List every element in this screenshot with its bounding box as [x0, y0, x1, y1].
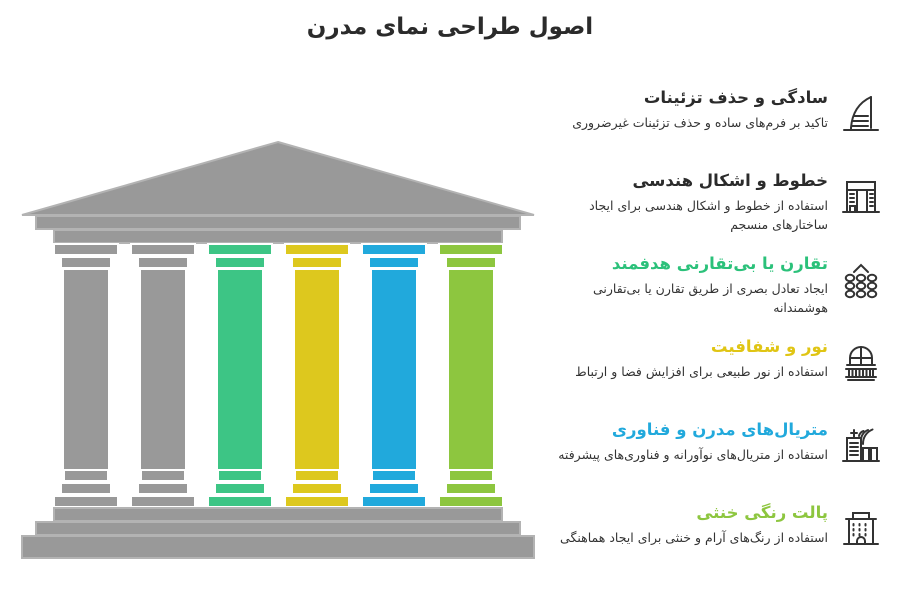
- apartment-block-icon: [832, 503, 890, 561]
- feature-desc: استفاده از متریال‌های نوآورانه و فناوری‌…: [558, 446, 828, 462]
- temple-illustration: [18, 140, 538, 565]
- feature-text: متریال‌های مدرن و فناوری استفاده از متری…: [540, 420, 832, 464]
- feature-item-light[interactable]: نور و شفافیت استفاده از نور طبیعی برای ا…: [540, 337, 890, 411]
- feature-desc: ایجاد تعادل بصری از طریق تقارن یا بی‌تقا…: [593, 280, 828, 315]
- feature-title: سادگی و حذف تزئینات: [643, 88, 828, 107]
- feature-item-materials[interactable]: متریال‌های مدرن و فناوری استفاده از متری…: [540, 420, 890, 494]
- smart-tower-wifi-icon: [832, 420, 890, 478]
- feature-title: متریال‌های مدرن و فناوری: [611, 420, 828, 439]
- base-step-3: [21, 535, 535, 559]
- feature-text: پالت رنگی خنثی استفاده از رنگ‌های آرام و…: [540, 503, 832, 547]
- page-title: اصول طراحی نمای مدرن: [306, 14, 594, 40]
- feature-text: خطوط و اشکال هندسی استفاده از خطوط و اشک…: [540, 171, 832, 234]
- pediment: [21, 140, 535, 216]
- column-1: [53, 243, 119, 508]
- column-6: [438, 243, 504, 508]
- column-4: [284, 243, 350, 508]
- temple-svg: [21, 140, 535, 559]
- feature-desc: تاکید بر فرم‌های ساده و حذف تزئینات غیرض…: [572, 114, 828, 130]
- feature-item-geometry[interactable]: خطوط و اشکال هندسی استفاده از خطوط و اشک…: [540, 171, 890, 245]
- feature-title: نور و شفافیت: [710, 337, 828, 356]
- feature-item-palette[interactable]: پالت رنگی خنثی استفاده از رنگ‌های آرام و…: [540, 503, 890, 577]
- arched-window-balcony-icon: [832, 337, 890, 395]
- feature-desc: استفاده از نور طبیعی برای افزایش فضا و ا…: [575, 363, 828, 379]
- entablature-band-2: [53, 229, 503, 244]
- feature-item-simplicity[interactable]: سادگی و حذف تزئینات تاکید بر فرم‌های ساد…: [540, 88, 890, 162]
- feature-title: تقارن یا بی‌تقارنی هدفمند: [611, 254, 828, 273]
- dot-grid-roof-icon: [832, 254, 890, 312]
- feature-item-symmetry[interactable]: تقارن یا بی‌تقارنی هدفمند ایجاد تعادل بص…: [540, 254, 890, 328]
- column-3: [207, 243, 273, 508]
- feature-text: تقارن یا بی‌تقارنی هدفمند ایجاد تعادل بص…: [540, 254, 832, 317]
- feature-text: سادگی و حذف تزئینات تاکید بر فرم‌های ساد…: [540, 88, 832, 132]
- column-2: [130, 243, 196, 508]
- sail-tower-icon: [832, 88, 890, 146]
- column-5: [361, 243, 427, 508]
- feature-desc: استفاده از خطوط و اشکال هندسی برای ایجاد…: [589, 197, 828, 232]
- feature-desc: استفاده از رنگ‌های آرام و خنثی برای ایجا…: [560, 529, 828, 545]
- feature-list: سادگی و حذف تزئینات تاکید بر فرم‌های ساد…: [540, 88, 890, 586]
- base-step-2: [35, 521, 521, 536]
- base-step-1: [53, 507, 503, 522]
- feature-title: پالت رنگی خنثی: [696, 503, 828, 522]
- feature-text: نور و شفافیت استفاده از نور طبیعی برای ا…: [540, 337, 832, 381]
- feature-title: خطوط و اشکال هندسی: [632, 171, 828, 190]
- office-building-icon: [832, 171, 890, 229]
- entablature-band-1: [35, 215, 521, 230]
